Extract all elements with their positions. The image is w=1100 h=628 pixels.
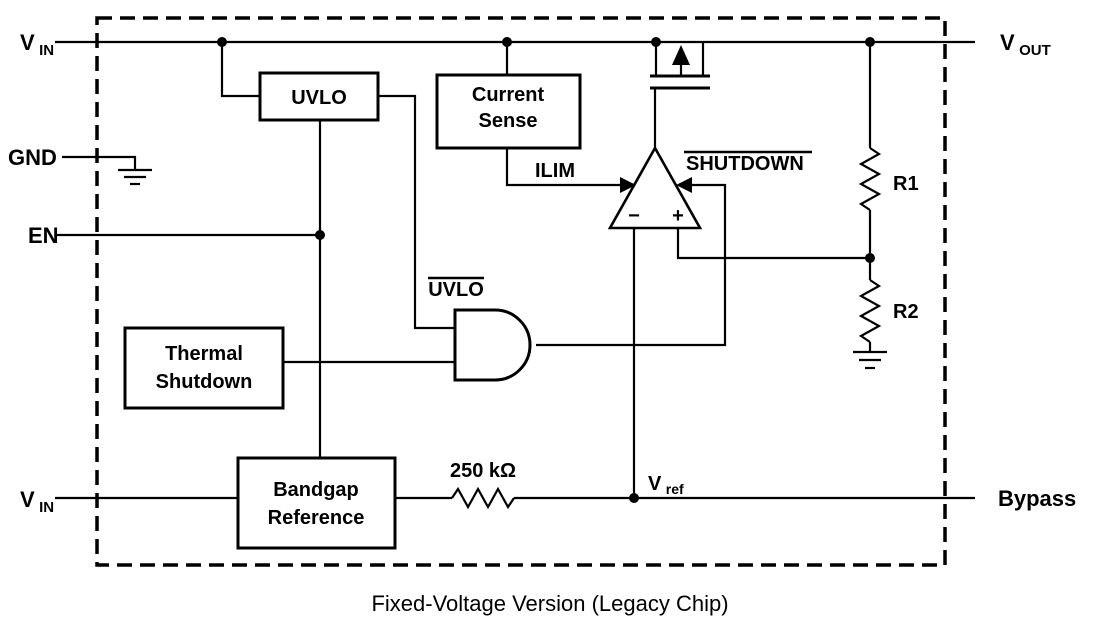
thermal-shutdown-box <box>123 326 285 410</box>
wire-uvlo-input <box>220 42 260 98</box>
junction-dots <box>217 37 875 503</box>
and-gate <box>453 308 532 382</box>
resistor-r1-label: R1 <box>893 173 919 195</box>
shutdown-arrow-icon <box>676 177 692 193</box>
bandgap-reference-box <box>236 456 397 550</box>
bandgap-reference-label-line2: Reference <box>268 507 365 529</box>
current-sense-label-line1: Current <box>472 84 545 106</box>
wire-uvlo-output <box>378 94 455 330</box>
bypass-resistor-label: 250 kΩ <box>450 460 516 482</box>
junction-dot <box>865 253 875 263</box>
junction-dot <box>651 37 661 47</box>
uvlo-label: UVLO <box>291 87 347 109</box>
bandgap-reference-block: Bandgap Reference <box>236 456 397 550</box>
thermal-shutdown-label-line2: Shutdown <box>156 371 253 393</box>
junction-dot <box>315 230 325 240</box>
ground-symbol-r2 <box>853 350 887 370</box>
ground-symbol-gnd <box>118 168 152 186</box>
resistor-r1-zigzag <box>858 147 882 211</box>
resistor-r1: R1 <box>858 147 919 211</box>
transistor-arrow-icon <box>672 45 690 65</box>
pin-label-vout: V OUT <box>1000 30 1051 59</box>
ilim-label: ILIM <box>535 160 575 182</box>
wires <box>55 40 975 500</box>
amp-plus-sign: + <box>672 205 684 227</box>
current-sense-label-line2: Sense <box>479 110 538 132</box>
pin-label-vin-bottom: V IN <box>20 487 54 516</box>
chip-boundary <box>95 16 947 567</box>
uvlo-bar-label: UVLO <box>428 279 484 301</box>
uvlo-block: UVLO <box>258 71 380 122</box>
ilim-arrow-icon <box>620 177 636 193</box>
wire-feedback-plus <box>676 228 870 260</box>
and-gate-shape <box>453 308 532 382</box>
error-amplifier-triangle <box>607 145 703 230</box>
bypass-resistor: 250 kΩ <box>450 460 516 510</box>
current-sense-box <box>435 73 582 150</box>
resistor-r2-label: R2 <box>893 301 919 323</box>
pin-label-bypass: Bypass <box>998 486 1076 511</box>
resistor-r2: R2 <box>858 279 919 343</box>
amp-minus-sign: − <box>628 205 640 227</box>
bypass-resistor-zigzag <box>451 486 515 510</box>
pin-label-vin-top: V IN <box>20 30 54 59</box>
thermal-shutdown-label-line1: Thermal <box>165 343 243 365</box>
pin-labels: V IN V OUT GND EN V IN Bypass <box>8 30 1076 516</box>
junction-dot <box>217 37 227 47</box>
wire-gnd <box>62 155 137 170</box>
pin-label-gnd: GND <box>8 145 57 170</box>
wire-ilim <box>505 148 620 187</box>
uvlo-box <box>258 71 380 122</box>
pass-transistor <box>650 42 710 90</box>
resistor-r2-zigzag <box>858 279 882 343</box>
vref-label: V ref <box>648 473 684 497</box>
diagram-caption: Fixed-Voltage Version (Legacy Chip) <box>371 591 728 616</box>
current-sense-block: Current Sense <box>435 73 582 150</box>
junction-dot <box>865 37 875 47</box>
pin-label-en: EN <box>28 223 59 248</box>
shutdown-bar-label: SHUTDOWN <box>686 153 804 175</box>
junction-dot-vref <box>629 493 639 503</box>
signal-labels: UVLO SHUTDOWN ILIM V ref <box>428 150 812 497</box>
wire-shutdown <box>536 183 727 347</box>
junction-dot <box>502 37 512 47</box>
bandgap-reference-label-line1: Bandgap <box>273 479 359 501</box>
thermal-shutdown-block: Thermal Shutdown <box>123 326 285 410</box>
error-amplifier: − + <box>607 145 703 230</box>
